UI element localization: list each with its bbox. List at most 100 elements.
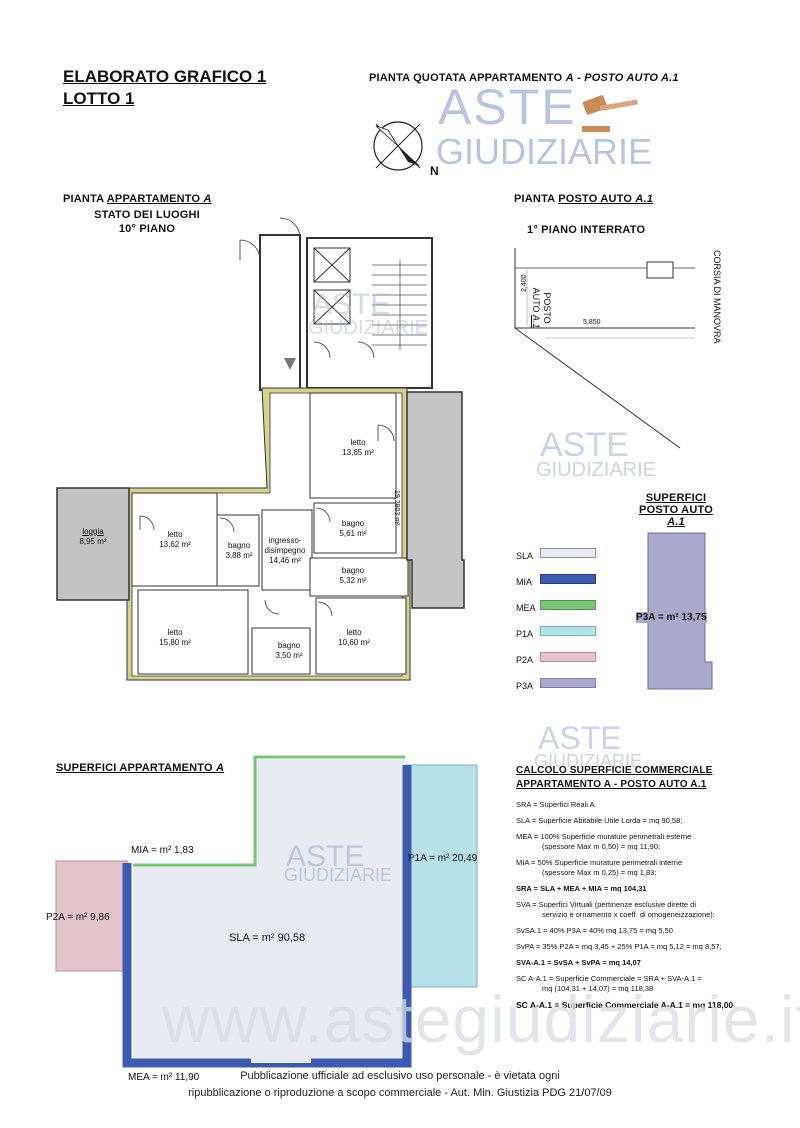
legend-swatch-p3a — [540, 678, 596, 688]
p2-area-label: P2A = m² 9,86 — [46, 912, 110, 923]
room-letto-2-name: letto — [167, 530, 183, 539]
mi-area-label: MIA = m² 1,83 — [131, 845, 194, 856]
footer-line-1: Pubblicazione ufficiale ad esclusivo uso… — [240, 1070, 560, 1082]
room-ingresso-name: ingresso- disimpegno — [264, 536, 306, 555]
calc-line-8: servizio e ornamento x coeff. di omogene… — [542, 910, 715, 919]
plan-title-prefix: PIANTA QUOTATA APPARTAMENTO — [369, 72, 566, 84]
legend-item-p3a: P3A — [516, 676, 596, 702]
superfici-posto-title-2: POSTO AUTO A.1 — [630, 504, 722, 528]
parking-space-label: POSTO AUTO A.1 — [530, 278, 552, 338]
room-letto-4-area: 10,60 m² — [338, 638, 370, 647]
legend-code-mia: MIA — [516, 577, 533, 587]
calc-line-5: (spessore Max m 0,25) = mq 1,83; — [542, 868, 657, 877]
room-bagno-2-name: bagno — [341, 519, 365, 528]
parking-space-label-2: AUTO A.1 — [530, 278, 541, 338]
parking-plan-title-a: A.1 — [635, 193, 654, 205]
superfici-app-title-a: A — [216, 762, 225, 774]
calc-line-14: SC A-A.1 = Superficie Commerciale A-A.1 … — [516, 1000, 734, 1010]
parking-dim-height: 2,400 — [521, 274, 528, 292]
parking-space-label-1: POSTO — [542, 292, 552, 324]
room-bagno-1-area: 3,88 m² — [225, 551, 253, 560]
legend-item-p1a: P1A — [516, 624, 596, 650]
watermark-plan-aste: ASTE — [312, 288, 391, 321]
room-bagno-1-name: bagno — [227, 541, 251, 550]
page-title: ELABORATO GRAFICO 1 LOTTO 1 — [63, 66, 266, 110]
plan-title: PIANTA QUOTATA APPARTAMENTO A - POSTO AU… — [369, 72, 679, 84]
parking-plan — [514, 248, 695, 449]
room-bagno-3-name: bagno — [341, 566, 365, 575]
me-area-label: MEA = m² 11,90 — [128, 1072, 200, 1083]
calc-title-1: CALCOLO SUPERFICIE COMMERCIALE — [516, 765, 713, 776]
compass-north-label: N — [430, 164, 439, 178]
watermark-giudiziarie: GIUDIZIARIE — [436, 131, 653, 172]
calc-title-2: APPARTAMENTO A - POSTO AUTO A.1 — [516, 779, 707, 790]
calc-title: CALCOLO SUPERFICIE COMMERCIALE APPARTAME… — [516, 764, 713, 792]
calc-line-4: MIA = 50% Superficie murature perimetral… — [516, 858, 683, 867]
compass-rose-icon — [373, 121, 423, 171]
watermark-mid-giudiziarie: GIUDIZIARIE — [536, 459, 657, 481]
calc-line-9: SvSA.1 = 40% P3A = 40% mq 13,75 = mq 5,5… — [516, 926, 673, 935]
calc-line-10: SvPA = 35% P2A = mq 3,45 + 25% P1A = mq … — [516, 942, 722, 951]
room-loggia-name: loggia — [82, 527, 104, 536]
sl-area-label: SLA = m² 90,58 — [229, 932, 306, 944]
calc-line-7: SVA = Superfici Virtuali (pertinenze esc… — [516, 900, 697, 909]
apartment-plan-title-prefix: PIANTA — [63, 193, 107, 205]
room-bagno-4-name: bagno — [277, 641, 301, 650]
plan-title-a: A — [565, 72, 574, 84]
superfici-posto-title: SUPERFICI POSTO AUTO A.1 — [630, 492, 722, 528]
legend-code-p1a: P1A — [516, 629, 534, 639]
watermark-diag-giudiziarie: GIUDIZIARIE — [284, 865, 393, 885]
footer-line-2: ripubblicazione o riproduzione a scopo c… — [188, 1087, 612, 1099]
calc-line-6: SRA = SLA + MEA + MIA = mq 104,31 — [516, 884, 647, 893]
superfici-posto-title-1: SUPERFICI — [645, 492, 707, 504]
watermark-low-aste: ASTE — [538, 720, 622, 756]
calc-line-2: MEA = 100% Superficie murature perimetra… — [516, 832, 692, 841]
legend-item-sla: SLA — [516, 546, 596, 572]
room-letto-4-name: letto — [346, 628, 362, 637]
legend-item-p2a: P2A — [516, 650, 596, 676]
legend: SLA MIA MEA P1A P2A P3A — [516, 546, 596, 702]
title-line-1: ELABORATO GRAFICO 1 — [63, 67, 267, 86]
calc-line-0: SRA = Superfici Reali A — [516, 800, 595, 809]
legend-swatch-mea — [540, 600, 596, 610]
apartment-floor-label: 10° PIANO — [118, 223, 176, 235]
terrace-area-label: 19,2803 m² — [393, 490, 400, 526]
legend-code-mea: MEA — [516, 603, 536, 613]
calc-line-3: (spessore Max m 0,50) = mq 11,90; — [542, 842, 661, 851]
room-letto-3-name: letto — [167, 628, 183, 637]
superfici-app-title: SUPERFICI APPARTAMENTO A — [56, 762, 224, 774]
apartment-plan-title: PIANTA APPARTAMENTO A — [63, 193, 212, 205]
superfici-posto-title-2-text: POSTO AUTO — [639, 504, 713, 516]
parking-dim-width: 5,850 — [583, 319, 601, 326]
posto-auto-area-shape — [647, 532, 713, 690]
legend-code-p3a: P3A — [516, 681, 534, 691]
calc-line-1: SLA = Superficie Abitabile Utile Lorda =… — [516, 816, 683, 825]
legend-swatch-mia — [540, 574, 596, 584]
calc-line-13: mq (104,31 + 14,07) = mq 118,38 — [542, 984, 654, 993]
watermark-aste: ASTE — [438, 79, 577, 135]
calc-line-11: SVA-A.1 = SvSA + SvPA = mq 14,07 — [516, 958, 641, 967]
parking-floor-label: 1° PIANO INTERRATO — [527, 224, 646, 236]
room-letto-1-area: 13,65 m² — [342, 448, 374, 457]
room-bagno-3-area: 5,32 m² — [339, 576, 367, 585]
title-line-2: LOTTO 1 — [63, 89, 135, 108]
calc-line-12: SC A-A.1 = Superficie Commerciale = SRA … — [516, 974, 702, 983]
legend-code-sla: SLA — [516, 551, 534, 561]
parking-plan-title-u: POSTO AUTO — [558, 193, 636, 205]
posto-auto-area-label: P3A = m² 13,75 — [636, 612, 707, 623]
room-loggia-area: 8,95 m² — [79, 537, 107, 546]
superfici-app-title-prefix: SUPERFICI APPARTAMENTO — [56, 762, 217, 774]
apartment-floor-plan — [56, 217, 465, 681]
watermark-plan-giudiziarie: GIUDIZIARIE — [308, 317, 429, 339]
legend-code-p2a: P2A — [516, 655, 534, 665]
plan-title-posto: POSTO AUTO A.1 — [584, 72, 679, 84]
parking-plan-title-prefix: PIANTA — [514, 193, 559, 205]
